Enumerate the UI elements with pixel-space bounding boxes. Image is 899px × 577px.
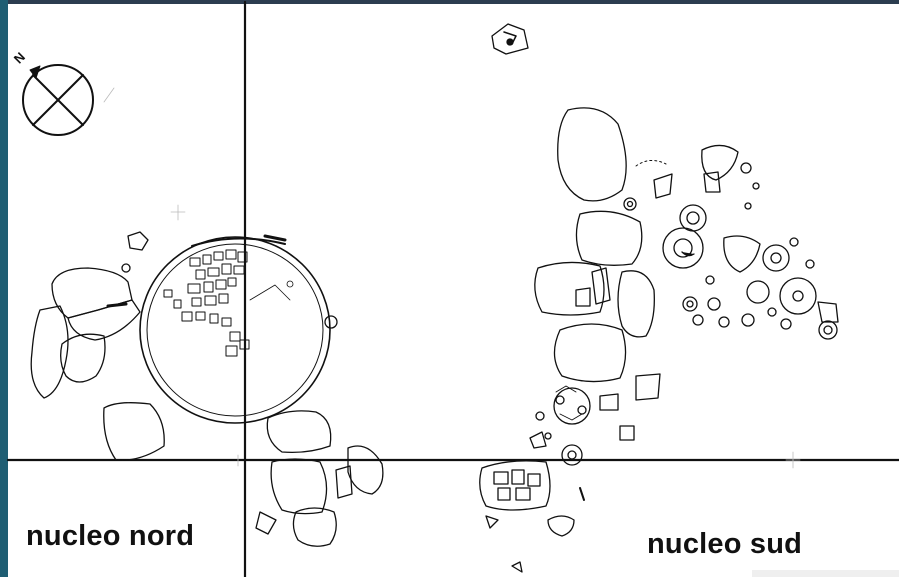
stone <box>599 393 619 411</box>
stone <box>60 333 106 383</box>
stone <box>266 410 332 454</box>
stone <box>635 373 661 401</box>
stone <box>529 431 547 449</box>
north-cluster-drawing <box>30 231 384 547</box>
hut-paving-fragments <box>163 249 250 357</box>
stone <box>347 445 384 495</box>
stone <box>534 261 605 316</box>
label-nucleo-nord: nucleo nord <box>26 520 195 552</box>
stone <box>575 287 591 307</box>
corner-patch <box>752 570 899 577</box>
stone <box>703 171 721 193</box>
stone <box>485 515 499 529</box>
north-arrow-compass-icon: N <box>11 49 94 136</box>
stone <box>51 267 133 319</box>
stone <box>335 465 353 499</box>
stone <box>255 511 277 535</box>
stone <box>547 515 575 537</box>
stone <box>723 235 761 273</box>
stone <box>479 460 551 511</box>
stone <box>292 507 337 547</box>
compass-north-letter: N <box>11 49 28 66</box>
stone <box>653 173 673 199</box>
stone <box>575 210 643 266</box>
stone <box>591 267 611 305</box>
stone <box>127 231 149 251</box>
stone <box>511 561 523 573</box>
stone <box>619 425 635 441</box>
stone <box>270 458 328 515</box>
frame-left-border <box>0 0 8 577</box>
stone <box>701 144 739 181</box>
stone <box>30 305 69 399</box>
stone <box>103 402 165 461</box>
stone <box>491 23 529 55</box>
stone <box>553 323 627 383</box>
stone <box>67 299 141 341</box>
stone <box>817 301 839 323</box>
label-nucleo-sud: nucleo sud <box>647 528 803 560</box>
grid-tick-marks <box>103 87 801 469</box>
frame-top-border <box>0 0 899 4</box>
stone <box>557 107 627 202</box>
stone <box>617 270 655 338</box>
south-cluster-drawing <box>479 23 839 573</box>
